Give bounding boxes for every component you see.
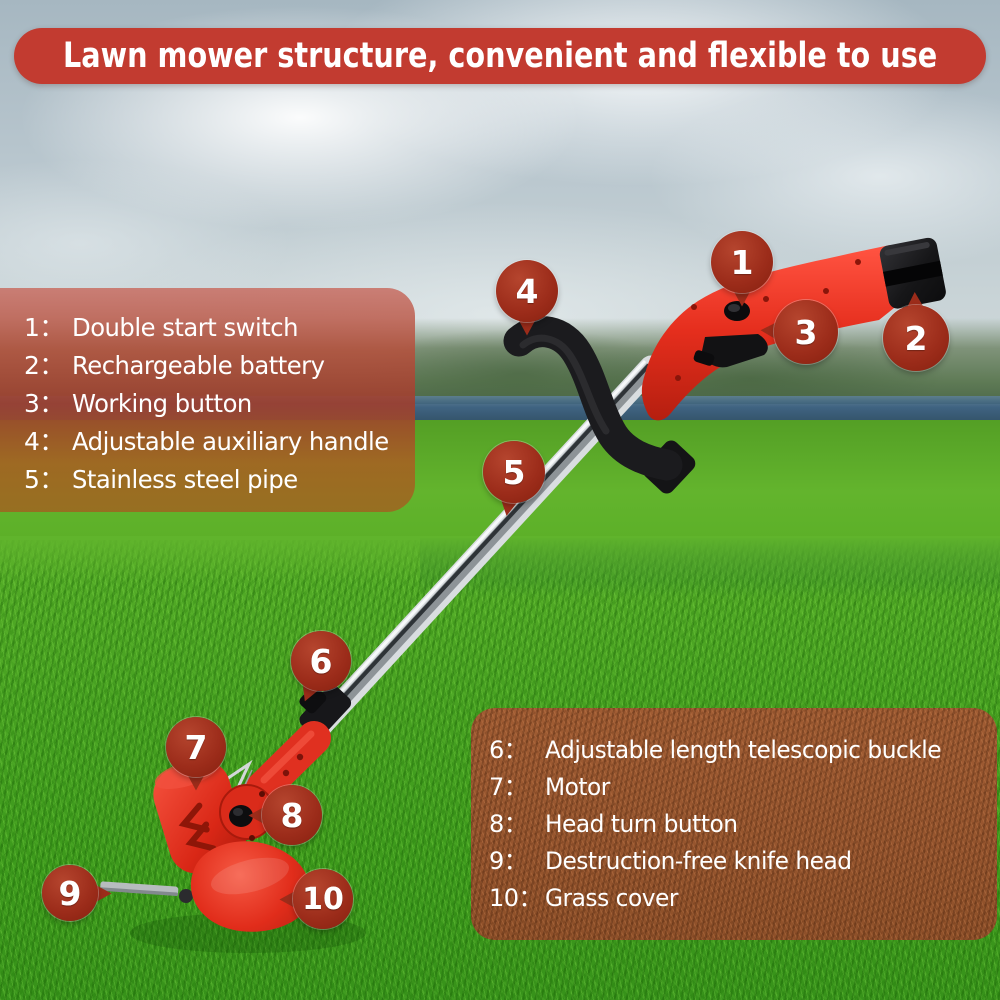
legend-item-label: Adjustable auxiliary handle — [72, 427, 389, 456]
legend-item-number: 7： — [489, 773, 528, 801]
callout-number: 5 — [483, 441, 545, 503]
legend-item: 9： Destruction-free knife head — [489, 841, 997, 878]
legend-item: 7： Motor — [489, 767, 997, 804]
legend-item-label: Destruction-free knife head — [545, 847, 852, 875]
legend-item: 2： Rechargeable battery — [24, 346, 415, 384]
blade-nut — [179, 889, 193, 903]
auxiliary-handle — [503, 316, 683, 481]
legend-item: 10： Grass cover — [489, 878, 997, 915]
head-neck — [243, 721, 331, 808]
callout-number: 7 — [166, 717, 226, 777]
grass-cover-highlight — [210, 857, 290, 895]
legend-item-number: 4： — [24, 427, 64, 456]
legend-item: 4： Adjustable auxiliary handle — [24, 422, 415, 460]
legend-item-number: 10： — [489, 884, 543, 912]
body-screws — [675, 259, 861, 381]
legend-item-number: 2： — [24, 351, 64, 380]
start-button — [724, 301, 750, 321]
legend-item-number: 6： — [489, 736, 528, 764]
legend-item: 5： Stainless steel pipe — [24, 460, 415, 498]
legend-item-number: 9： — [489, 847, 528, 875]
legend-item-label: Adjustable length telescopic buckle — [545, 736, 942, 764]
legend-item-label: Stainless steel pipe — [72, 465, 298, 494]
title-banner: Lawn mower structure, convenient and fle… — [14, 28, 986, 84]
callout-number: 3 — [774, 300, 838, 364]
legend-panel-left: 1： Double start switch 2： Rechargeable b… — [0, 288, 415, 512]
head-turn-button — [229, 805, 253, 827]
legend-item-label: Motor — [545, 773, 610, 801]
legend-item-number: 1： — [24, 313, 64, 342]
battery-pack — [879, 237, 946, 309]
legend-item-label: Rechargeable battery — [72, 351, 325, 380]
legend-item: 1： Double start switch — [24, 308, 415, 346]
knife-blade — [100, 881, 179, 897]
legend-item: 6： Adjustable length telescopic buckle — [489, 730, 997, 767]
legend-item-number: 5： — [24, 465, 64, 494]
callout-number: 2 — [883, 305, 949, 371]
trigger-button — [693, 334, 768, 368]
legend-item: 3： Working button — [24, 384, 415, 422]
legend-item-label: Double start switch — [72, 313, 299, 342]
legend-item: 8： Head turn button — [489, 804, 997, 841]
callout-number: 10 — [293, 869, 353, 929]
callout-number: 9 — [42, 865, 98, 921]
legend-item-label: Grass cover — [545, 884, 678, 912]
callout-number: 6 — [291, 631, 351, 691]
callout-number: 1 — [711, 231, 773, 293]
legend-item-number: 3： — [24, 389, 64, 418]
grass-cover — [190, 841, 311, 932]
legend-item-number: 8： — [489, 810, 528, 838]
legend-panel-right: 6： Adjustable length telescopic buckle 7… — [471, 708, 997, 940]
legend-item-label: Working button — [72, 389, 252, 418]
callout-number: 4 — [496, 260, 558, 322]
page-title: Lawn mower structure, convenient and fle… — [62, 36, 938, 76]
legend-item-label: Head turn button — [545, 810, 738, 838]
callout-number: 8 — [262, 785, 322, 845]
